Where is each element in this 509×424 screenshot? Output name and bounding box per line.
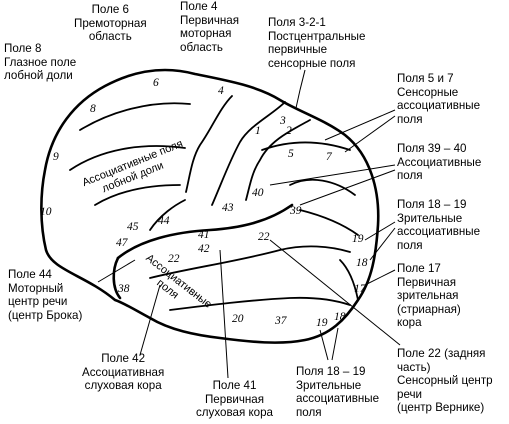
- field-number: 3: [279, 115, 286, 127]
- field-number: 19: [352, 233, 364, 245]
- temporal-pole: [112, 256, 122, 300]
- field-number: 18: [356, 257, 368, 269]
- field-number: 5: [288, 148, 294, 160]
- field-number: 44: [158, 215, 170, 227]
- label-field-22: Поле 22 (задняя часть) Сенсорный центр р…: [397, 347, 493, 415]
- lateral-sulcus: [116, 203, 294, 260]
- label-field-18-19-upper: Поля 18 – 19 Зрительные ассоциативные по…: [397, 198, 481, 252]
- field-number: 45: [127, 221, 139, 233]
- field-number: 22: [168, 253, 180, 265]
- label-field-39-40: Поля 39 – 40 Ассоциативные поля: [397, 142, 482, 183]
- label-field-18-19-lower: Поля 18 – 19 Зрительные ассоциативные по…: [296, 365, 380, 419]
- field-number: 8: [90, 103, 96, 115]
- field-number: 18: [334, 311, 346, 323]
- postcentral-sulcus: [245, 119, 311, 201]
- label-field-4: Поле 4 Первичная моторная область: [180, 0, 240, 54]
- central-sulcus: [211, 101, 286, 206]
- intraparietal-sulcus: [261, 141, 351, 151]
- field-number: 7: [326, 151, 333, 163]
- label-field-5-7: Поля 5 и 7 Сенсорные ассоциативные поля: [397, 72, 481, 126]
- field-number: 42: [198, 243, 210, 255]
- brain-outline: [40, 68, 380, 344]
- label-field-8: Поле 8 Глазное поле лобной доли: [4, 42, 77, 83]
- field-number: 47: [116, 237, 129, 249]
- field-number: 1: [255, 125, 261, 137]
- label-field-42: Поле 42 Ассоциативная слуховая кора: [82, 352, 165, 393]
- label-field-3-2-1: Поля 3-2-1 Постцентральные первичные сен…: [268, 16, 366, 70]
- field-number: 37: [274, 315, 288, 327]
- inferior-temporal-sulcus: [169, 296, 351, 311]
- field-number: 2: [286, 125, 292, 137]
- label-field-44: Поле 44 Моторный центр речи (центр Брока…: [8, 268, 83, 322]
- label-field-17: Поле 17 Первичная зрительная (стриарная)…: [397, 262, 461, 330]
- superior-frontal-sulcus: [79, 102, 191, 131]
- field-number: 19: [316, 317, 328, 329]
- label-field-41: Поле 41 Первичная слуховая кора: [196, 379, 273, 420]
- inferior-frontal-sulcus: [69, 145, 186, 171]
- field-number: 4: [218, 85, 224, 97]
- precentral-sulcus: [185, 95, 233, 193]
- field-number: 20: [232, 313, 244, 325]
- label-field-6: Поле 6 Премоторная область: [74, 3, 147, 44]
- field-number: 10: [40, 206, 52, 218]
- field-number: 22: [258, 231, 270, 243]
- field-number: 6: [153, 77, 159, 89]
- field-number: 38: [117, 283, 130, 295]
- field-number: 43: [222, 202, 234, 214]
- field-number: 41: [198, 229, 210, 241]
- field-number: 39: [289, 205, 302, 217]
- field-number: 17: [354, 283, 367, 295]
- field-number: 40: [252, 187, 264, 199]
- field-number: 9: [53, 151, 59, 163]
- superior-temporal-sulcus: [149, 245, 351, 279]
